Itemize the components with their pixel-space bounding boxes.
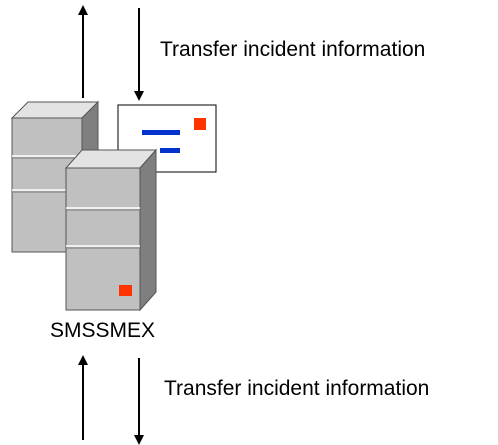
top-flow-label: Transfer incident information bbox=[160, 38, 426, 61]
server-icon-front bbox=[64, 148, 158, 312]
server-name-label: SMSSMEX bbox=[50, 319, 156, 342]
bottom-flow-label: Transfer incident information bbox=[164, 377, 430, 400]
status-light bbox=[119, 285, 132, 296]
